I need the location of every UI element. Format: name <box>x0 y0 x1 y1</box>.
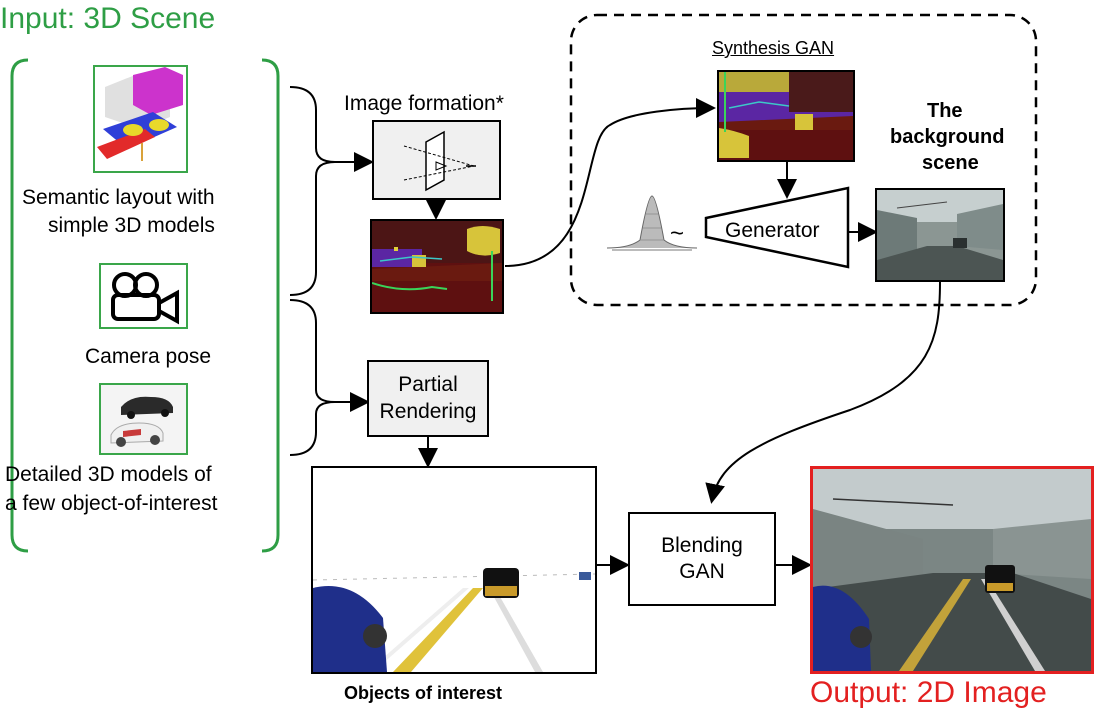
brace-partial-rendering <box>289 299 370 412</box>
background-scene-title-line1: The <box>927 100 963 122</box>
detailed-models-thumbnail <box>99 383 188 455</box>
partial-rendering-box: Partial Rendering <box>367 360 489 437</box>
camera-thumbnail <box>99 263 188 329</box>
camera-pose-caption: Camera pose <box>85 345 212 368</box>
noise-tilde: ~ <box>670 220 685 247</box>
output-title: Output: 2D Image <box>810 676 1047 709</box>
background-to-blending-arrow <box>705 281 941 504</box>
background-scene-title-line2: background <box>890 126 1005 148</box>
synthesis-gan-region <box>569 13 1038 307</box>
blending-gan-line2: GAN <box>679 560 725 583</box>
brace-image-formation <box>289 86 374 172</box>
background-scene-title-line3: scene <box>922 152 979 174</box>
synthesis-gan-title: Synthesis GAN <box>712 38 835 58</box>
output-image <box>810 466 1094 674</box>
semantic-layout-thumbnail <box>93 65 188 173</box>
synthesis-label-map-image <box>717 70 855 162</box>
detailed-models-caption-line1: Detailed 3D models of <box>5 463 212 486</box>
partial-rendering-line2: Rendering <box>379 399 477 423</box>
generator-block <box>704 186 850 269</box>
projection-icon <box>403 130 476 192</box>
label-to-synthesis-arrow <box>504 98 716 267</box>
generator-label: Generator <box>725 219 820 242</box>
partial-rendering-line1: Partial <box>398 373 458 397</box>
gaussian-noise-icon <box>606 195 698 251</box>
semantic-layout-caption-line1: Semantic layout with <box>22 186 215 209</box>
label-map-image <box>370 219 504 314</box>
input-bracket <box>10 58 29 553</box>
detailed-models-caption-line2: a few object-of-interest <box>5 492 218 515</box>
camera-icon <box>111 272 179 325</box>
input-title: Input: 3D Scene <box>0 2 216 35</box>
blending-gan-line1: Blending <box>661 533 743 557</box>
blending-gan-box: Blending GAN <box>628 512 776 606</box>
objects-of-interest-label: Objects of interest <box>344 683 503 703</box>
image-formation-label: Image formation* <box>344 92 504 115</box>
background-scene-image <box>875 188 1005 282</box>
semantic-layout-caption-line2: simple 3D models <box>48 214 215 237</box>
image-formation-box <box>372 120 501 200</box>
objects-of-interest-image <box>311 466 597 674</box>
